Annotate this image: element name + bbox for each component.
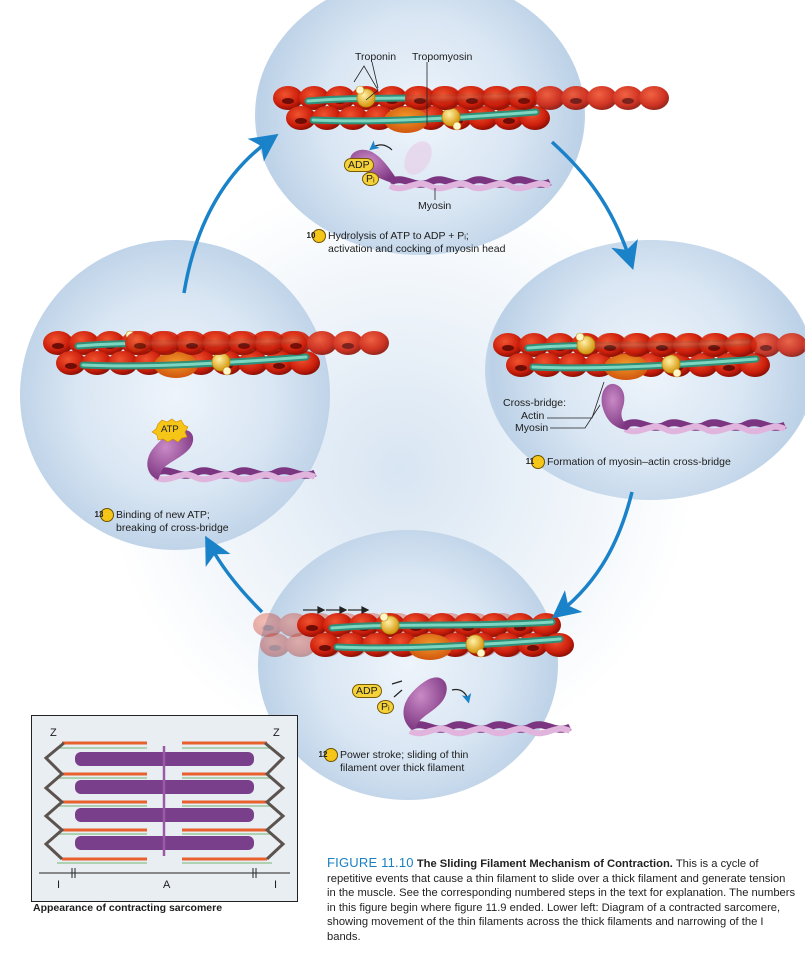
sarcomere-diagram: [31, 715, 298, 902]
step-13-myosin: [147, 429, 315, 480]
step-13-thin-filament: [43, 331, 389, 378]
tropomyosin-label: Tropomyosin: [412, 51, 473, 63]
step-13-line1: Binding of new ATP;: [116, 508, 210, 521]
i-band-left-label: I: [57, 879, 61, 891]
z-line-right-label: Z: [273, 727, 280, 739]
step-12-line1: Power stroke; sliding of thin: [340, 748, 469, 761]
step-11-thin-filament: [493, 333, 805, 380]
step-12-thin-filament: [253, 613, 574, 660]
a-band-label: A: [163, 879, 171, 891]
step-12-panel: [258, 530, 558, 800]
pi-badge-12: Pᵢ: [377, 700, 394, 714]
step-10-badge: 10: [307, 229, 326, 243]
pi-badge-10: Pᵢ: [362, 172, 379, 186]
step-10-thin-filament: [273, 86, 669, 133]
atp-burst: [151, 418, 189, 443]
step-11-myosin: [601, 383, 785, 431]
troponin-bracket: [353, 65, 379, 101]
step-13-line2: breaking of cross-bridge: [116, 522, 229, 534]
actin-label: Actin: [521, 410, 545, 422]
step-10-myosin: [350, 140, 550, 188]
cycle-arrow-11-to-12: [551, 491, 634, 619]
myosin-leader-11: [550, 404, 601, 429]
step-10-line2: activation and cocking of myosin head: [328, 243, 506, 255]
cycle-arrow-13-to-10: [182, 133, 279, 294]
step-11-badge: 11: [526, 455, 545, 469]
step-12-myosin: [403, 677, 571, 733]
cycle-arrow-10-to-11: [550, 140, 638, 270]
step-13-panel: [20, 240, 330, 550]
troponin-leader: [371, 61, 379, 89]
step-12-line2: filament over thick filament: [340, 762, 465, 774]
sarcomere-caption: Appearance of contracting sarcomere: [33, 902, 223, 914]
adp-badge-12: ADP: [352, 684, 382, 698]
figure-caption-text: This is a cycle of repetitive events tha…: [327, 858, 796, 943]
myosin-label-10: Myosin: [418, 200, 452, 212]
troponin-label: Troponin: [355, 51, 397, 63]
step-12-badge: 12: [319, 748, 338, 762]
sliding-arrows: [303, 606, 403, 698]
z-line-left-label: Z: [50, 727, 57, 739]
cross-bridge-label: Cross-bridge:: [503, 397, 567, 409]
actin-leader: [547, 381, 605, 419]
i-band-right-label: I: [274, 879, 278, 891]
step-13-badge: 13: [95, 508, 114, 522]
figure-number: FIGURE 11.10: [327, 855, 414, 870]
sarcomere-art: [39, 741, 290, 878]
cycle-arrow-12-to-13: [205, 535, 264, 614]
adp-badge-10: ADP: [344, 158, 374, 172]
figure-title: The Sliding Filament Mechanism of Contra…: [416, 858, 673, 870]
step-11-line1: Formation of myosin–actin cross-bridge: [547, 455, 731, 468]
step-10-line1: Hydrolysis of ATP to ADP + Pᵢ;: [328, 229, 469, 242]
atp-label: ATP: [161, 424, 179, 435]
myosin-label-11: Myosin: [515, 422, 549, 434]
figure-caption: FIGURE 11.10 The Sliding Filament Mechan…: [327, 855, 797, 945]
